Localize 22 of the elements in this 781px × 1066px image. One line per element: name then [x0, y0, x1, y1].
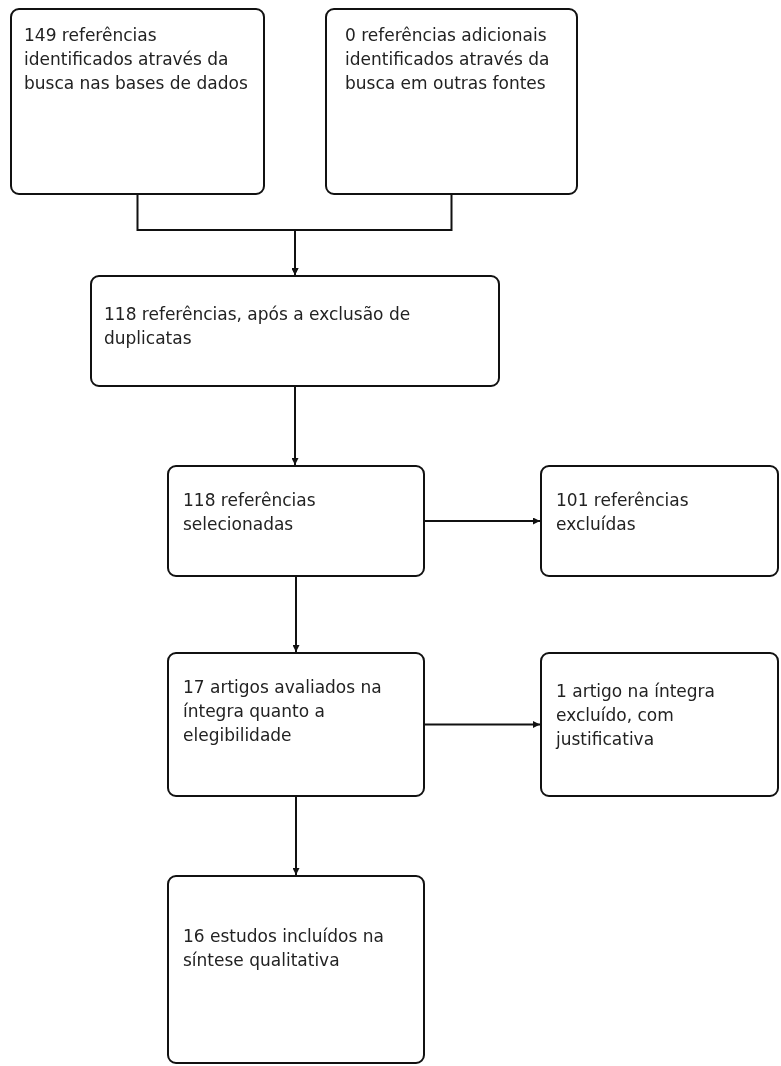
arrow: [291, 386, 299, 466]
process-box: [167, 465, 425, 577]
box-text: 16 estudos incluídos na síntese qualitativa: [183, 925, 385, 972]
box-text: 101 referências excluídas: [556, 489, 690, 536]
box-text: 118 referências, após a exclusão de duplicatas: [104, 303, 412, 350]
process-box: [10, 8, 265, 195]
process-box: [167, 652, 425, 797]
box-text: 118 referências selecionadas: [183, 489, 317, 536]
arrow: [291, 194, 453, 276]
box-text: 0 referências adicionais identificados através da busca em outras fontes: [345, 24, 551, 95]
arrow: [424, 721, 541, 728]
process-box: [540, 465, 779, 577]
box-text: 17 artigos avaliados na íntegra quanto a elegibilidade: [183, 676, 383, 747]
box-text: 149 referências identificados através da busca nas bases de dados: [24, 24, 249, 95]
process-box: [540, 652, 779, 797]
arrow: [292, 576, 300, 653]
arrow: [424, 517, 541, 525]
process-box: [167, 875, 425, 1064]
process-box: [90, 275, 500, 387]
box-text: 1 artigo na íntegra excluído, com justificativa: [556, 680, 717, 751]
process-box: [325, 8, 578, 195]
arrow: [292, 796, 300, 876]
